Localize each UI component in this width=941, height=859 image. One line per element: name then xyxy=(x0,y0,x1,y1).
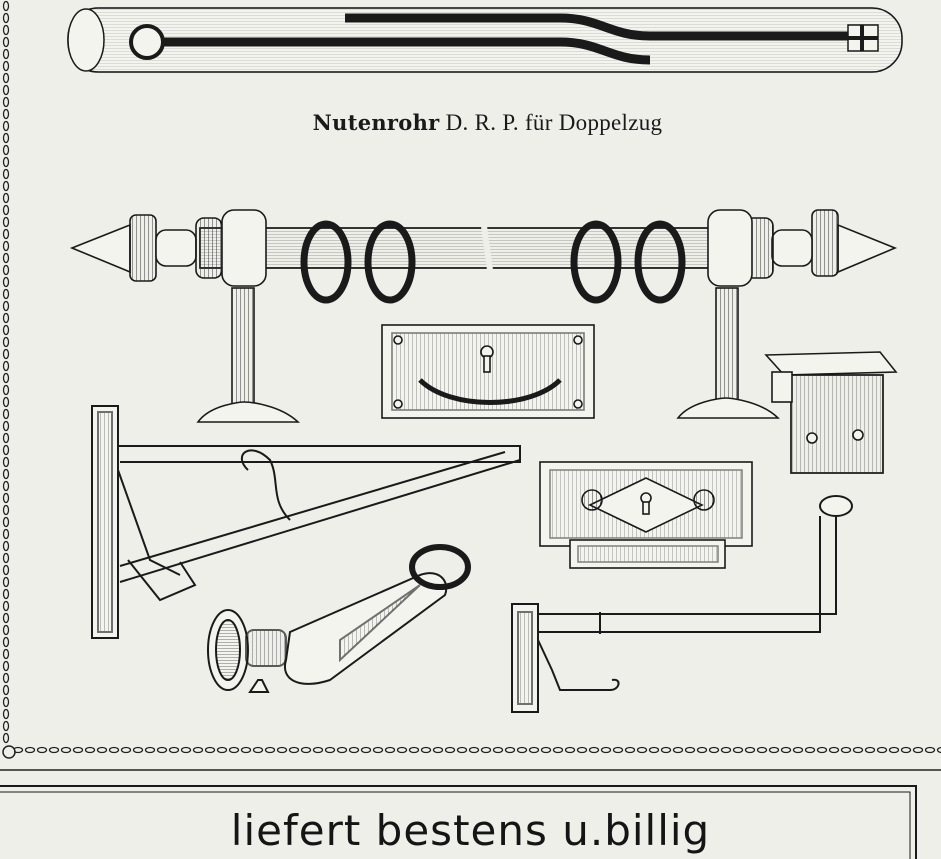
banner-frame xyxy=(0,785,917,859)
left-chain-border xyxy=(2,0,14,745)
ornate-escutcheon-drawing xyxy=(539,461,753,569)
caption-rest: D. R. P. für Doppelzug xyxy=(439,110,663,135)
finial-curtain-rod-drawing xyxy=(69,209,898,423)
banner-slogan: liefert bestens u.billig xyxy=(230,806,711,855)
triangular-bracket-drawing xyxy=(91,405,521,639)
grooved-rod-drawing xyxy=(67,7,903,73)
keyhole-escutcheon-drawing xyxy=(381,324,595,419)
bottom-chain-border xyxy=(14,744,941,756)
caption-bold-term: Nutenrohr xyxy=(312,110,440,135)
curtain-holdback-drawing xyxy=(207,544,471,693)
product-caption: Nutenrohr D. R. P. für Doppelzug xyxy=(0,110,941,136)
rim-lock-drawing xyxy=(764,351,898,474)
swing-arm-bracket-drawing xyxy=(511,495,853,713)
